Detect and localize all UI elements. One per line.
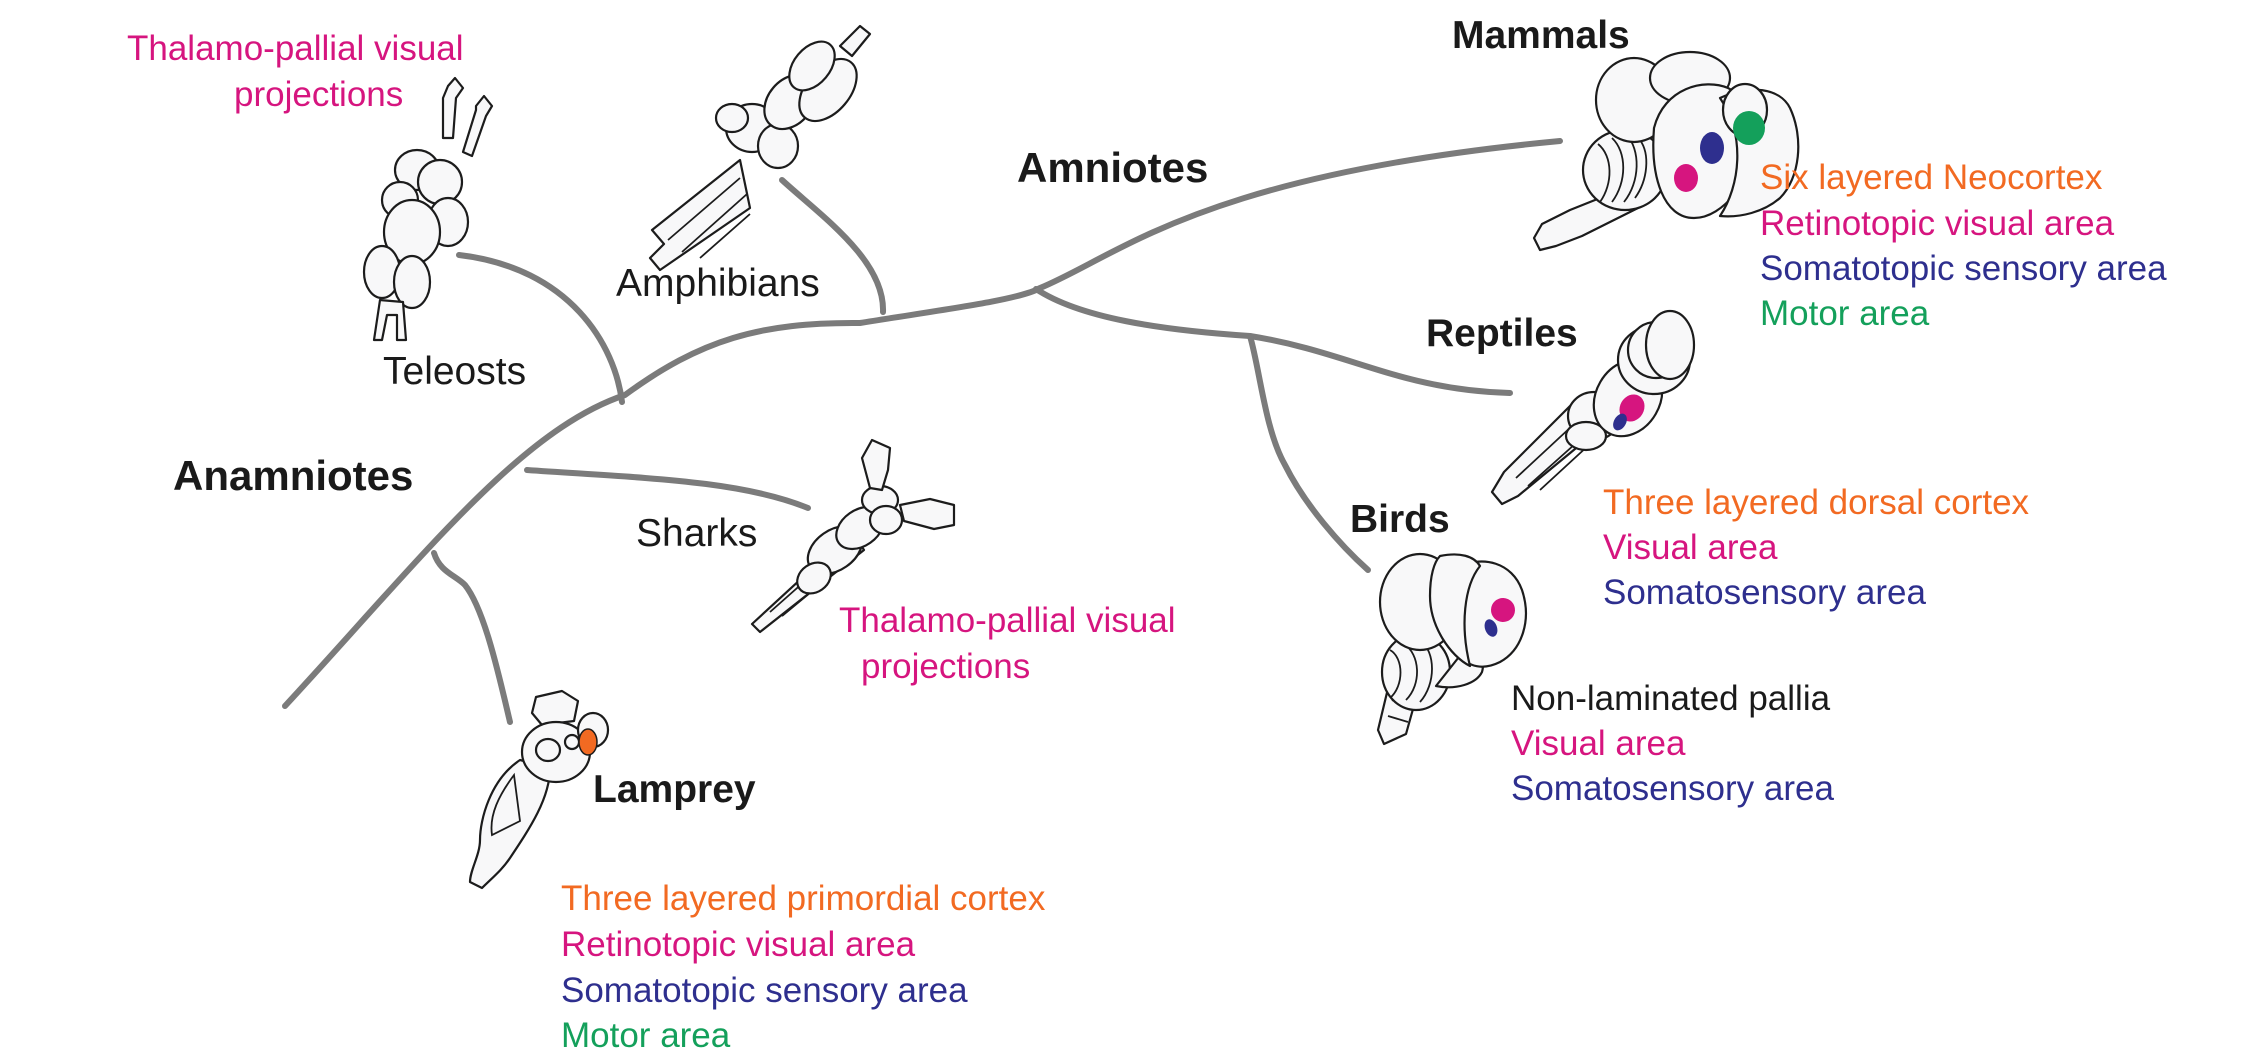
amniotes-label: Amniotes: [1017, 144, 1208, 191]
lamprey-feature-motor: Motor area: [561, 1016, 731, 1055]
reptile-feature-visual: Visual area: [1603, 528, 1778, 567]
sharks-label: Sharks: [636, 512, 757, 555]
mammals-label: Mammals: [1452, 14, 1630, 57]
teleost-branch: [456, 252, 625, 405]
teleost-feature-visual-line1: Thalamo-pallial visual: [127, 29, 464, 68]
shark-branch: [524, 467, 811, 511]
mammal-feature-sensory: Somatotopic sensory area: [1760, 249, 2167, 288]
reptile-brain-icon: [1490, 309, 1696, 506]
trunk-branch: [282, 138, 1563, 709]
amphibians-label: Amphibians: [616, 262, 820, 305]
teleost-brain-icon: [362, 76, 494, 342]
teleost-feature-visual-line2: projections: [234, 75, 403, 114]
teleosts-label: Teleosts: [383, 350, 526, 393]
shark-brain-icon: [750, 438, 956, 634]
lamprey-brain-icon: [468, 689, 610, 890]
bird-feature-sensory: Somatosensory area: [1511, 769, 1834, 808]
amphibian-brain-icon: [648, 24, 872, 272]
mammal-feature-cortex: Six layered Neocortex: [1760, 158, 2103, 197]
mammal-feature-motor: Motor area: [1760, 294, 1930, 333]
reptile-feature-sensory: Somatosensory area: [1603, 573, 1926, 612]
phylogenetic-tree: [282, 138, 1563, 725]
birds-label: Birds: [1350, 498, 1450, 541]
anamniotes-label: Anamniotes: [173, 452, 413, 499]
reptiles-label: Reptiles: [1426, 312, 1578, 355]
lamprey-label: Lamprey: [593, 768, 756, 811]
bird-branch: [1247, 333, 1371, 573]
lamprey-branch: [431, 550, 513, 725]
reptile-feature-cortex: Three layered dorsal cortex: [1603, 483, 2030, 522]
mammal-brain-icon: [1532, 50, 1800, 252]
shark-feature-visual-line1: Thalamo-pallial visual: [839, 601, 1176, 640]
amphibian-branch: [779, 177, 887, 315]
shark-feature-visual-line2: projections: [861, 647, 1030, 686]
bird-feature-visual: Visual area: [1511, 724, 1686, 763]
lamprey-feature-cortex: Three layered primordial cortex: [561, 879, 1046, 918]
mammal-feature-visual: Retinotopic visual area: [1760, 204, 2115, 243]
bird-feature-cortex: Non-laminated pallia: [1511, 679, 1831, 718]
bird-brain-icon: [1376, 552, 1527, 746]
lamprey-feature-visual: Retinotopic visual area: [561, 925, 916, 964]
lamprey-feature-sensory: Somatotopic sensory area: [561, 971, 968, 1010]
